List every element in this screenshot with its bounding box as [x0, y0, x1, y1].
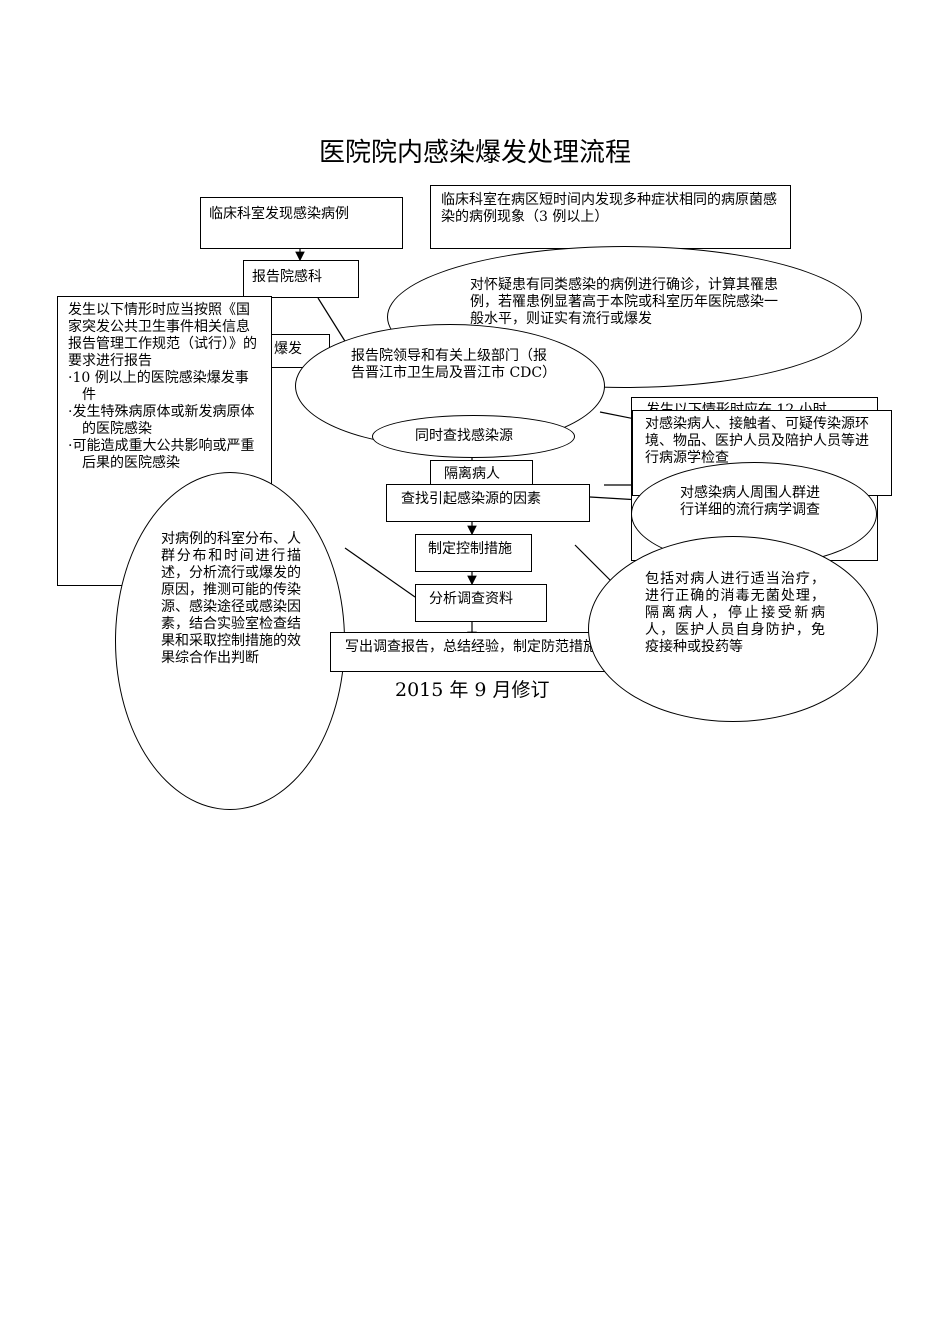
condition-item: ·可能造成重大公共影响或严重后果的医院感染 — [68, 438, 255, 471]
epi-check-text: 对感染病人、接触者、可疑传染源环境、物品、医护人员及陪护人员等进行病源学检查 — [645, 416, 869, 466]
control-text: 制定控制措施 — [428, 541, 512, 557]
isolate-text: 隔离病人 — [444, 466, 500, 482]
report-leaders-text: 报告院领导和有关上级部门（报告晋江市卫生局及晋江市 CDC） — [351, 348, 557, 381]
page-title: 医院院内感染爆发处理流程 — [318, 138, 631, 168]
find-factors-box: 查找引起感染源的因素 — [386, 484, 590, 522]
analysis-desc-text: 对病例的科室分布、人群分布和时间进行描述，分析流行或爆发的原因，推测可能的传染源… — [161, 531, 301, 666]
phenomenon-box: 临床科室在病区短时间内发现多种症状相同的病原菌感染的病例现象（3 例以上） — [430, 185, 791, 249]
report-dept-text: 报告院感科 — [252, 269, 322, 285]
find-source-text: 同时查找感染源 — [415, 428, 513, 444]
revision-footer: 2015 年 9 月修订 — [395, 679, 550, 701]
measures-text: 包括对病人进行适当治疗，进行正确的消毒无菌处理，隔离病人，停止接受新病人，医护人… — [645, 571, 825, 655]
conditions-list: ·10 例以上的医院感染爆发事件 ·发生特殊病原体或新发病原体的医院感染 ·可能… — [68, 370, 261, 472]
report-dept-box: 报告院感科 — [243, 260, 359, 298]
confirm-text: 对怀疑患有同类感染的病例进行确诊，计算其罹患例，若罹患例显著高于本院或科室历年医… — [470, 277, 778, 327]
report-final-text: 写出调查报告，总结经验，制定防范措施 — [345, 639, 597, 655]
conditions-intro: 发生以下情形时应当按照《国家突发公共卫生事件相关信息报告管理工作规范（试行）》的… — [68, 302, 257, 369]
analyze-box: 分析调查资料 — [415, 584, 547, 622]
discover-case-text: 临床科室发现感染病例 — [209, 206, 349, 222]
analyze-text: 分析调查资料 — [429, 591, 513, 607]
find-factors-text: 查找引起感染源的因素 — [401, 491, 541, 507]
condition-item: ·10 例以上的医院感染爆发事件 — [68, 370, 249, 403]
condition-item: ·发生特殊病原体或新发病原体的医院感染 — [68, 404, 255, 437]
phenomenon-text: 临床科室在病区短时间内发现多种症状相同的病原菌感染的病例现象（3 例以上） — [441, 192, 777, 225]
measures-ellipse: 包括对病人进行适当治疗，进行正确的消毒无菌处理，隔离病人，停止接受新病人，医护人… — [588, 536, 878, 722]
discover-case-box: 临床科室发现感染病例 — [200, 197, 403, 249]
find-source-ellipse: 同时查找感染源 — [372, 415, 575, 458]
outbreak-partial-text: 爆发 — [274, 341, 302, 357]
surrounding-text: 对感染病人周围人群进行详细的流行病学调查 — [680, 485, 820, 518]
control-box: 制定控制措施 — [415, 534, 532, 572]
analysis-desc-ellipse: 对病例的科室分布、人群分布和时间进行描述，分析流行或爆发的原因，推测可能的传染源… — [115, 472, 345, 810]
